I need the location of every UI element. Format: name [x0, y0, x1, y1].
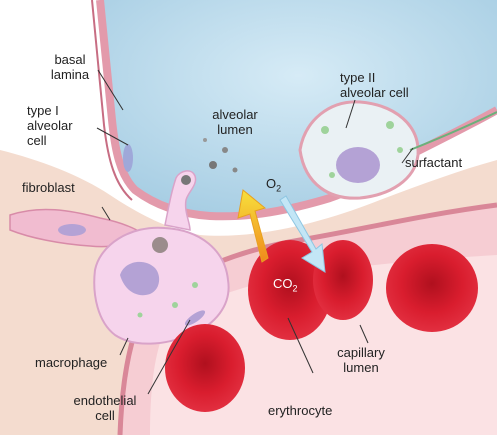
- label-alveolar-lumen: alveolar lumen: [212, 107, 258, 137]
- label-erythrocyte: erythrocyte: [268, 403, 333, 418]
- label-surfactant: surfactant: [405, 155, 463, 170]
- o2-arrow: [279, 195, 326, 273]
- erythrocyte-4: [165, 324, 245, 412]
- label-type1-alveolar-cell: type I alveolar cell: [27, 103, 73, 148]
- particle: [232, 167, 238, 173]
- label-fibroblast: fibroblast: [22, 180, 75, 195]
- endothelial-nucleus: [184, 310, 206, 326]
- o2-subscript: 2: [276, 183, 282, 194]
- label-capillary-lumen: capillary lumen: [337, 345, 385, 375]
- leader-lines: [96, 69, 414, 395]
- particle: [209, 161, 217, 169]
- macrophage-nucleus: [120, 261, 160, 296]
- label-o2: O2: [266, 176, 281, 197]
- macrophage-pseudopod: [164, 170, 197, 231]
- label-endothelial-cell: endothelial cell: [73, 393, 137, 423]
- label-macrophage: macrophage: [35, 355, 108, 370]
- alveolar-lumen-area: [100, 0, 497, 217]
- co2-subscript: 2: [292, 283, 298, 294]
- type1-nucleus: [123, 144, 133, 172]
- surfactant-layer: [409, 111, 497, 151]
- particle: [203, 138, 207, 142]
- co2-text: CO: [273, 276, 293, 291]
- erythrocyte-3: [386, 244, 478, 332]
- erythrocyte-2: [313, 240, 373, 320]
- type2-nucleus: [336, 147, 380, 183]
- o2-text: O: [266, 176, 277, 191]
- co2-arrow: [237, 189, 269, 263]
- label-type2-alveolar-cell: type II alveolar cell: [340, 70, 409, 100]
- particle: [222, 147, 228, 153]
- basal-lamina-line: [91, 0, 133, 201]
- label-basal-lamina: basal lamina: [50, 52, 90, 82]
- fibroblast-nucleus: [58, 224, 86, 236]
- erythrocyte-1: [248, 240, 332, 340]
- label-co2: CO2: [273, 276, 298, 297]
